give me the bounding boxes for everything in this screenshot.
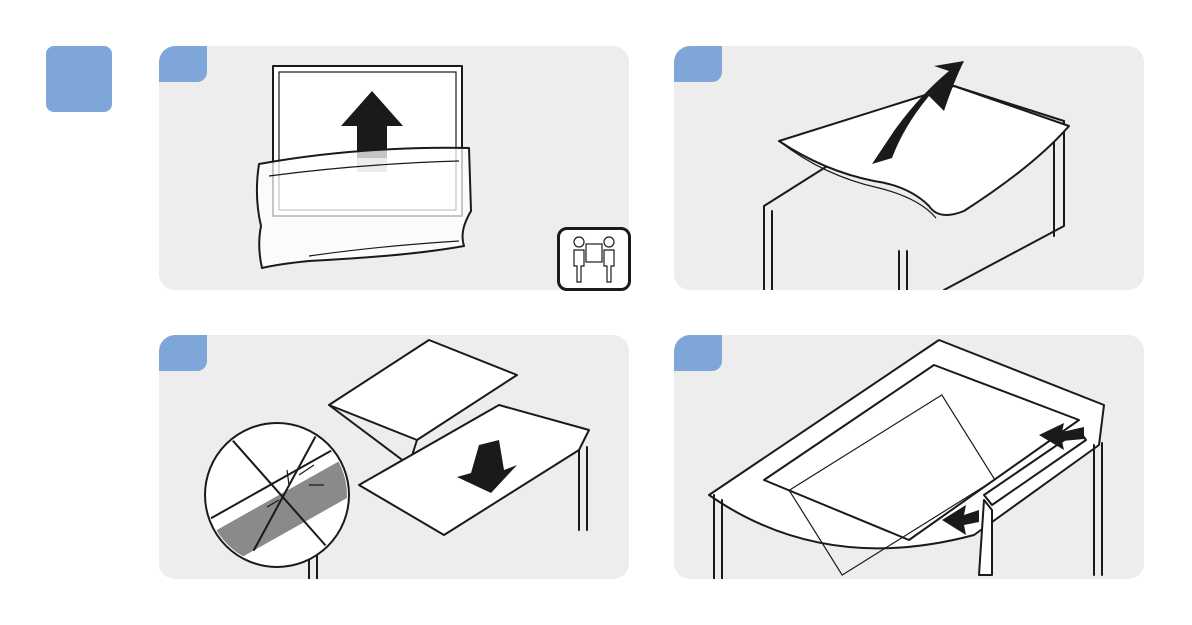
step-number-badge	[46, 46, 112, 112]
cover-table-illustration	[674, 46, 1144, 290]
two-persons-icon	[557, 227, 631, 291]
panel-place-tv	[159, 335, 629, 579]
place-tv-illustration	[159, 335, 629, 579]
remove-stand-illustration	[674, 335, 1144, 579]
sub-step-badge	[674, 46, 722, 82]
sub-step-badge	[159, 335, 207, 371]
panel-cover-table	[674, 46, 1144, 290]
panel-remove-stand	[674, 335, 1144, 579]
sub-step-badge	[674, 335, 722, 371]
sub-step-badge	[159, 46, 207, 82]
